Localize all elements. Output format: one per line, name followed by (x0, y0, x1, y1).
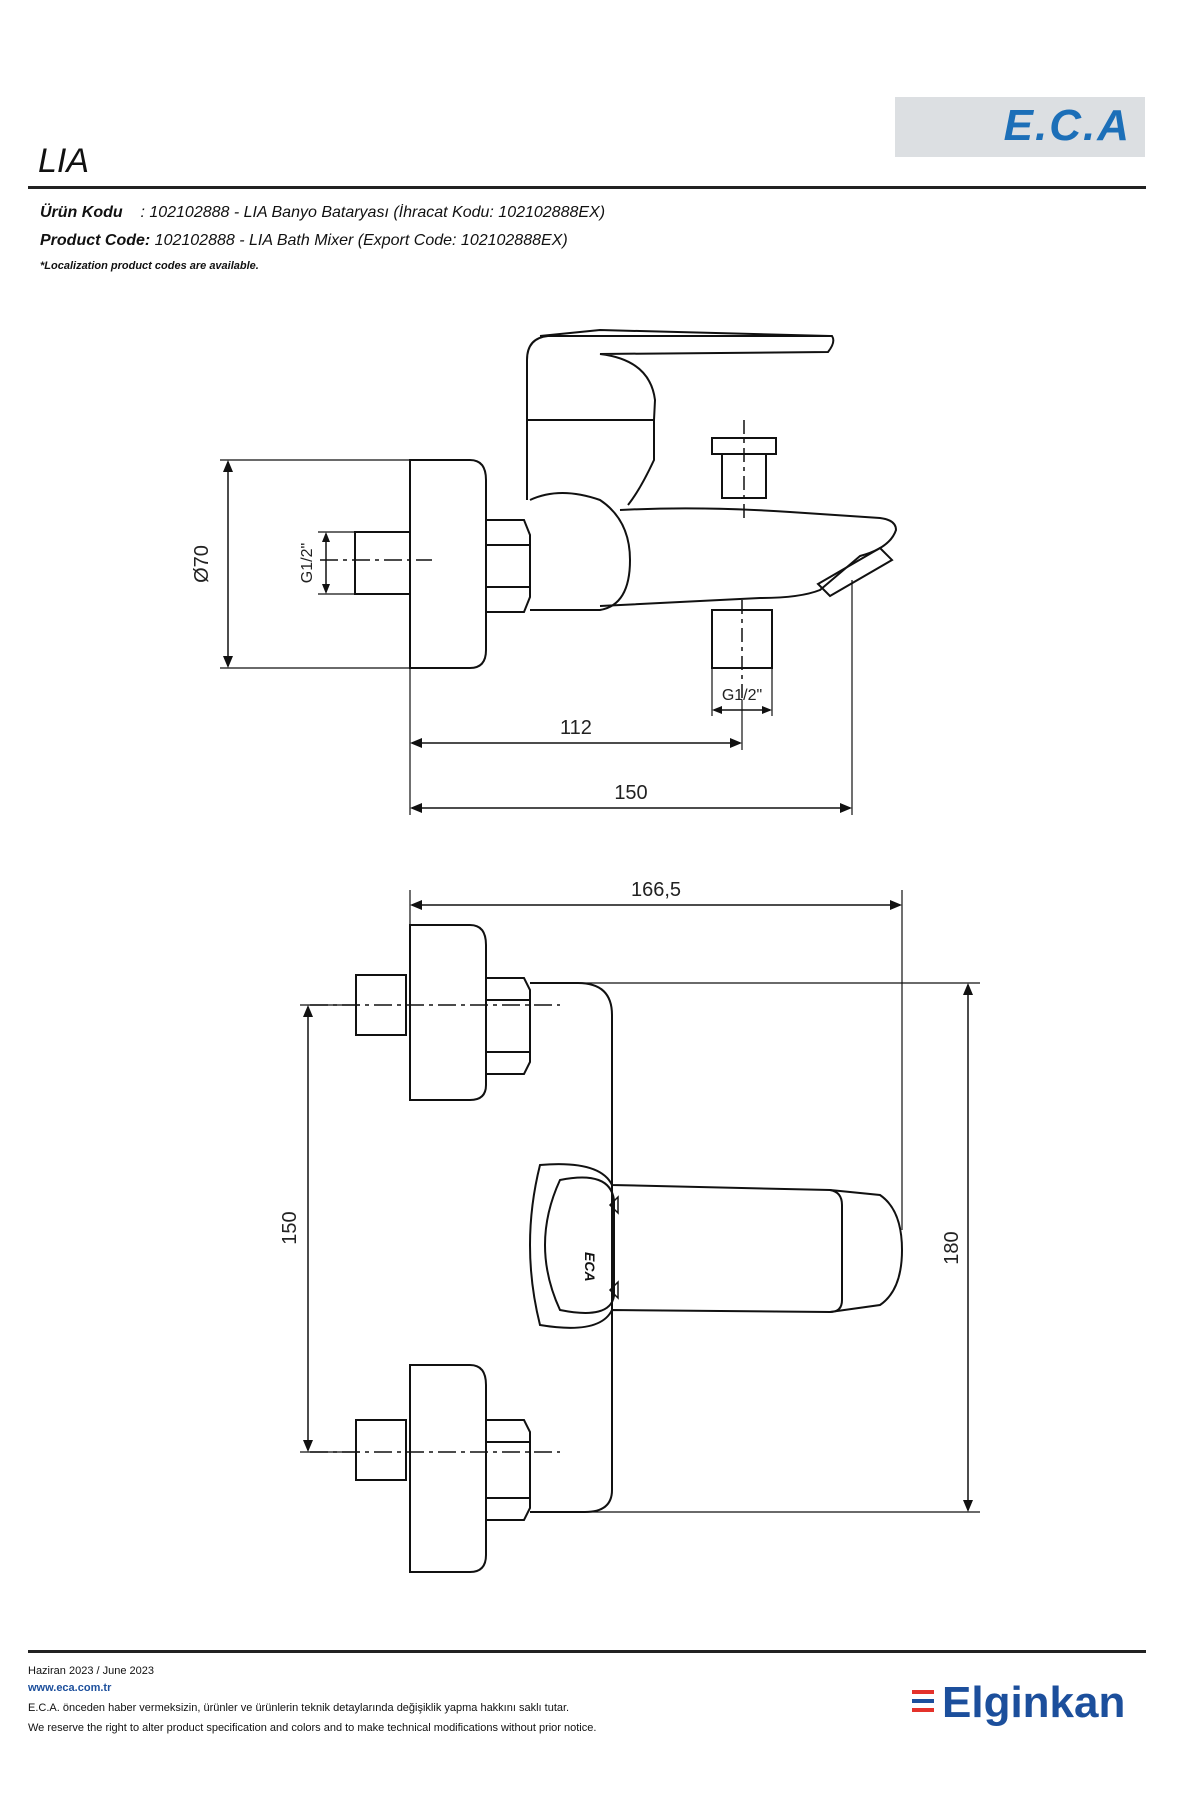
top-view (300, 890, 980, 1573)
footer-divider (28, 1650, 1146, 1653)
technical-drawing: ECA Ø70 G1/2" G1/2" 112 150 166,5 150 18… (191, 328, 980, 1573)
product-code-en-label: Product Code: (40, 232, 151, 249)
eca-logo-text: E.C.A (1003, 101, 1131, 150)
dim-depth-inlet: 112 (560, 717, 592, 739)
handle-logo: ECA (582, 1252, 598, 1282)
product-code-en-value: 102102888 - LIA Bath Mixer (Export Code:… (154, 232, 568, 249)
dim-thread-inlet: G1/2" (299, 543, 316, 583)
header-divider (28, 186, 1146, 189)
product-code-en: Product Code: 102102888 - LIA Bath Mixer… (40, 232, 568, 250)
dim-thread-outlet: G1/2" (722, 687, 762, 704)
dim-width: 180 (941, 1231, 963, 1264)
footer-date: Haziran 2023 / June 2023 (28, 1665, 154, 1677)
page-title: LIA (38, 142, 90, 180)
elginkan-logo: Elginkan (942, 1678, 1126, 1727)
product-code-tr: Ürün Kodu : 102102888 - LIA Banyo Batary… (40, 204, 605, 222)
footer-notice-en: We reserve the right to alter product sp… (28, 1722, 597, 1734)
product-code-tr-label: Ürün Kodu (40, 204, 123, 221)
footer-notice-tr: E.C.A. önceden haber vermeksizin, ürünle… (28, 1702, 570, 1714)
eca-logo: E.C.A (895, 97, 1145, 157)
footer-url[interactable]: www.eca.com.tr (28, 1682, 112, 1694)
dim-depth-spout: 150 (614, 782, 647, 804)
dim-total-depth: 166,5 (631, 879, 681, 901)
dim-inlet-spacing: 150 (279, 1211, 301, 1244)
elginkan-logo-icon (912, 1690, 934, 1714)
localization-note: *Localization product codes are availabl… (40, 260, 259, 272)
side-view (220, 328, 898, 815)
product-code-tr-value: : 102102888 - LIA Banyo Bataryası (İhrac… (140, 204, 606, 221)
dim-diameter: Ø70 (191, 545, 213, 583)
